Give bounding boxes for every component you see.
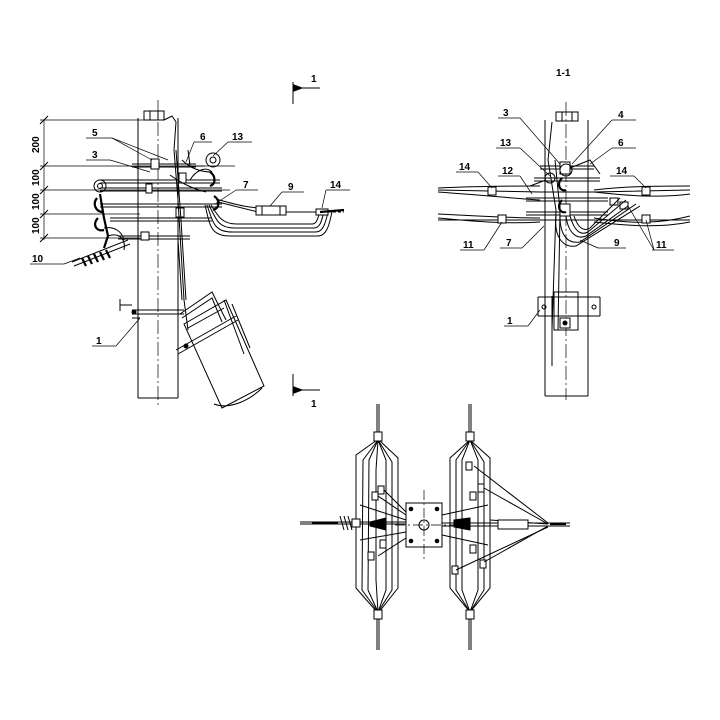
section-marker-label-top: 1 — [311, 74, 317, 85]
callout-11a-section: 11 — [463, 240, 474, 251]
section-marker-label-bottom: 1 — [311, 399, 317, 410]
plan-view — [300, 404, 570, 650]
dimension-100-b: 100 — [31, 193, 42, 210]
callout-1-side: 1 — [96, 336, 102, 347]
callout-3-section: 3 — [503, 108, 509, 119]
callouts-side: 5 3 6 13 7 9 14 10 1 — [30, 128, 350, 347]
callout-7-side: 7 — [243, 180, 249, 191]
lower-bracket-strut — [119, 291, 265, 409]
pole-side — [137, 100, 179, 405]
callout-5-side: 5 — [92, 128, 98, 139]
section-1-1-view: 1-1 — [437, 68, 691, 400]
callout-9-side: 9 — [288, 182, 294, 193]
callout-6-section: 6 — [618, 138, 624, 149]
callout-1-section: 1 — [507, 316, 513, 327]
section-marker-bottom: 1 — [292, 374, 320, 410]
hooks-and-clamps — [93, 149, 221, 232]
plan-left-tail — [300, 515, 406, 531]
section-clamps — [529, 121, 601, 331]
callout-14-side: 14 — [330, 180, 342, 191]
pole-section — [544, 102, 589, 400]
callout-14a-section: 14 — [459, 162, 471, 173]
callout-10-side: 10 — [32, 254, 44, 265]
section-bands — [526, 161, 608, 217]
callout-7-section: 7 — [506, 238, 512, 249]
callout-3-side: 3 — [92, 150, 98, 161]
section-drop-cables — [555, 197, 641, 247]
callout-11b-section: 11 — [656, 240, 667, 251]
insulator-assembly-10 — [71, 193, 131, 267]
callout-13-side: 13 — [232, 132, 244, 143]
callout-13-section: 13 — [500, 138, 512, 149]
plan-right-tail — [442, 519, 570, 530]
callout-14b-section: 14 — [616, 166, 628, 177]
dimension-100-c: 100 — [31, 217, 42, 234]
plan-left-bundle — [355, 404, 407, 650]
plan-mounting-plate — [395, 490, 455, 560]
plan-right-bundle — [441, 404, 549, 650]
callouts-section: 3 4 13 6 14 14 12 11 7 — [456, 108, 674, 327]
cable-bundle-side — [204, 198, 345, 237]
section-title: 1-1 — [556, 68, 571, 79]
callout-12-section: 12 — [502, 166, 514, 177]
dimension-100-a: 100 — [31, 169, 42, 186]
callout-6-side: 6 — [200, 132, 206, 143]
section-lower-bracket — [537, 291, 601, 366]
side-elevation-view: 200 100 100 100 — [30, 74, 350, 410]
callout-4-section: 4 — [618, 110, 624, 121]
dimension-200: 200 — [31, 136, 42, 153]
callout-9-section: 9 — [614, 238, 620, 249]
section-marker-top: 1 — [292, 74, 320, 104]
